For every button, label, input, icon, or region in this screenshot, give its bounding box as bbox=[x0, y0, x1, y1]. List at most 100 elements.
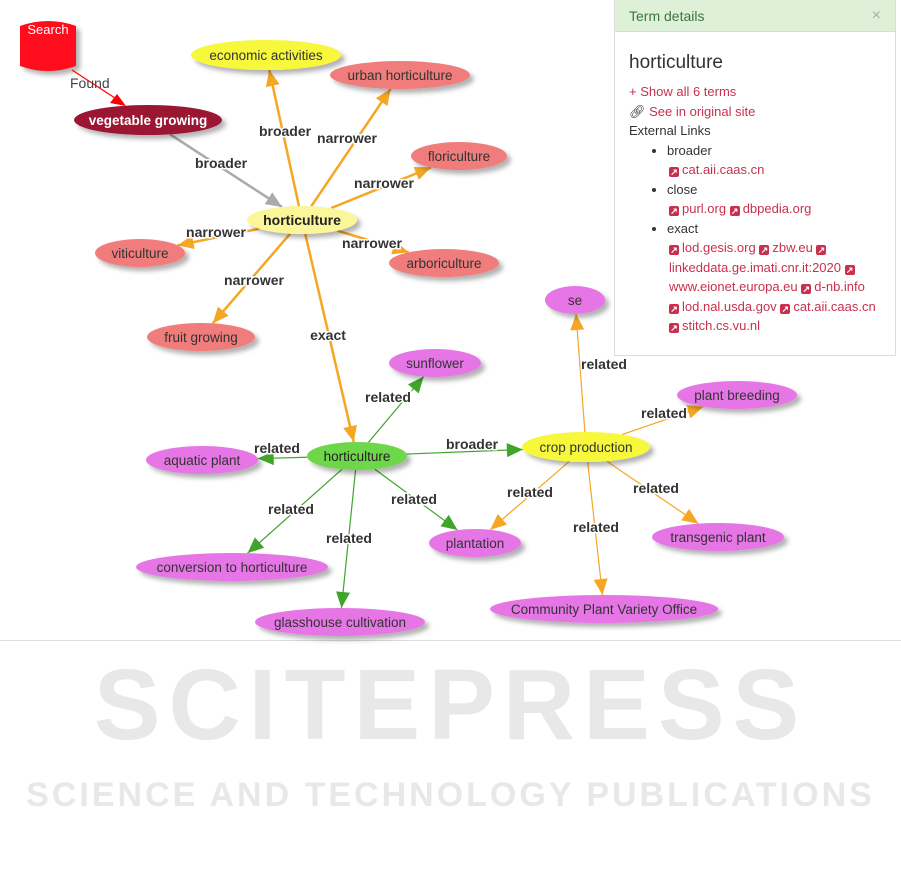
node-crop[interactable]: crop production bbox=[522, 432, 650, 462]
node-econ[interactable]: economic activities bbox=[191, 40, 341, 70]
edge-label: broader bbox=[446, 436, 499, 452]
external-link[interactable]: linkeddata.ge.imati.cnr.it:2020 bbox=[669, 259, 841, 275]
external-link-icon[interactable]: ↗ bbox=[669, 245, 679, 255]
edge-label: narrower bbox=[224, 272, 284, 288]
edge-label: related bbox=[581, 356, 627, 372]
arrowhead-icon bbox=[336, 591, 351, 609]
panel-title: Term details bbox=[629, 7, 705, 24]
external-link[interactable]: dbpedia.org bbox=[742, 201, 812, 216]
node-label: glasshouse cultivation bbox=[274, 615, 406, 630]
edge-narrower bbox=[337, 229, 409, 255]
edge-label: exact bbox=[310, 327, 346, 343]
term-details-panel: Term details × horticulture + Show all 6… bbox=[614, 0, 896, 356]
edge-label: related bbox=[365, 389, 411, 405]
external-link[interactable]: lod.nal.usda.gov bbox=[682, 298, 777, 314]
edge-narrower bbox=[310, 88, 392, 207]
node-label: plant breeding bbox=[694, 388, 780, 403]
edge-broader bbox=[169, 133, 283, 209]
node-fruit[interactable]: fruit growing bbox=[147, 323, 255, 351]
link-group-close: close↗purl.org ↗dbpedia.org bbox=[667, 180, 881, 219]
edge-exact bbox=[304, 233, 357, 443]
node-label: horticulture bbox=[263, 212, 341, 228]
arrowhead-icon bbox=[490, 514, 507, 530]
edge-related bbox=[587, 461, 608, 596]
arrowhead-icon bbox=[593, 578, 608, 596]
external-link-icon[interactable]: ↗ bbox=[669, 303, 679, 314]
close-icon[interactable]: × bbox=[871, 6, 881, 24]
arrowhead-icon bbox=[265, 69, 280, 88]
edge-label: related bbox=[507, 484, 553, 500]
external-link[interactable]: www.eionet.europa.eu bbox=[669, 279, 798, 294]
external-link-icon[interactable]: ↗ bbox=[759, 245, 770, 255]
link-group-broader: broader ↗cat.aii.caas.cn bbox=[667, 141, 881, 180]
node-breed[interactable]: plant breeding bbox=[677, 381, 797, 409]
external-link[interactable]: zbw.eu bbox=[772, 240, 813, 255]
arrowhead-icon bbox=[264, 192, 282, 207]
node-cpvo[interactable]: Community Plant Variety Office bbox=[490, 595, 718, 623]
search-node-label: Search bbox=[27, 22, 68, 37]
show-all-terms-link[interactable]: + Show all 6 terms bbox=[629, 84, 737, 99]
external-links-list: broader↗cat.aii.caas.cn close↗purl.org ↗… bbox=[629, 141, 881, 336]
node-hort1[interactable]: horticulture bbox=[247, 206, 357, 234]
node-label: arboriculture bbox=[406, 256, 481, 271]
node-glass[interactable]: glasshouse cultivation bbox=[255, 608, 425, 636]
external-link-icon[interactable]: ↗ bbox=[816, 245, 827, 255]
node-label: aquatic plant bbox=[164, 453, 241, 468]
node-label: conversion to horticulture bbox=[157, 560, 308, 575]
external-link-icon[interactable]: ↗ bbox=[669, 323, 679, 333]
node-arbo[interactable]: arboriculture bbox=[389, 249, 499, 277]
external-link-icon[interactable]: ↗ bbox=[669, 167, 679, 177]
node-flor[interactable]: floriculture bbox=[411, 142, 507, 170]
node-se[interactable]: se bbox=[545, 286, 605, 314]
edge-label: broader bbox=[259, 123, 312, 139]
edge-label: related bbox=[254, 440, 300, 456]
external-link[interactable]: cat.aii.caas.cn bbox=[793, 298, 876, 314]
node-label: floriculture bbox=[428, 149, 490, 164]
node-label: crop production bbox=[539, 440, 632, 455]
external-link[interactable]: cat.aii.caas.cn bbox=[682, 162, 765, 177]
external-link-icon[interactable]: ↗ bbox=[780, 303, 791, 314]
edge-label: narrower bbox=[186, 224, 246, 240]
arrowhead-icon bbox=[257, 451, 274, 466]
node-label: vegetable growing bbox=[89, 113, 208, 128]
divider bbox=[0, 640, 901, 641]
node-conv[interactable]: conversion to horticulture bbox=[136, 553, 328, 581]
edge-broader bbox=[265, 69, 301, 207]
edge-label: related bbox=[573, 519, 619, 535]
found-edge: Found bbox=[70, 69, 126, 106]
link-group-label: broader bbox=[667, 142, 712, 158]
arrowhead-icon bbox=[375, 88, 391, 107]
original-site-link[interactable]: See in original site bbox=[649, 103, 756, 119]
external-link-icon[interactable]: ↗ bbox=[729, 206, 740, 216]
edge-label: related bbox=[326, 530, 372, 546]
external-link[interactable]: d-nb.info bbox=[814, 279, 865, 294]
arrowhead-icon bbox=[343, 424, 357, 443]
node-urban[interactable]: urban horticulture bbox=[330, 61, 470, 89]
watermark-title: SCITEPRESS bbox=[93, 649, 808, 761]
external-link[interactable]: stitch.cs.vu.nl bbox=[682, 318, 761, 333]
node-label: viticulture bbox=[111, 246, 168, 261]
external-link[interactable]: lod.gesis.org bbox=[682, 240, 756, 255]
edge-broader bbox=[406, 443, 523, 458]
arrowhead-icon bbox=[247, 537, 265, 554]
node-veg[interactable]: vegetable growing bbox=[74, 105, 222, 135]
external-link-icon[interactable]: ↗ bbox=[801, 284, 812, 294]
edge-label: narrower bbox=[317, 130, 377, 146]
arrowhead-icon bbox=[413, 166, 432, 180]
node-viti[interactable]: viticulture bbox=[95, 239, 185, 267]
edge-label: related bbox=[268, 501, 314, 517]
node-aqua[interactable]: aquatic plant bbox=[146, 446, 258, 474]
external-link-icon[interactable]: ↗ bbox=[844, 264, 855, 275]
node-hort2[interactable]: horticulture bbox=[307, 442, 407, 470]
node-label: fruit growing bbox=[164, 330, 238, 345]
search-node[interactable]: Search bbox=[20, 21, 76, 71]
node-plant[interactable]: plantation bbox=[429, 529, 521, 557]
edge-related bbox=[489, 461, 570, 531]
edge-related bbox=[367, 376, 425, 443]
external-link[interactable]: purl.org bbox=[682, 201, 727, 216]
node-sunf[interactable]: sunflower bbox=[389, 349, 481, 377]
arrowhead-icon bbox=[506, 443, 523, 458]
node-trans[interactable]: transgenic plant bbox=[652, 523, 784, 551]
external-link-icon[interactable]: ↗ bbox=[669, 206, 679, 216]
